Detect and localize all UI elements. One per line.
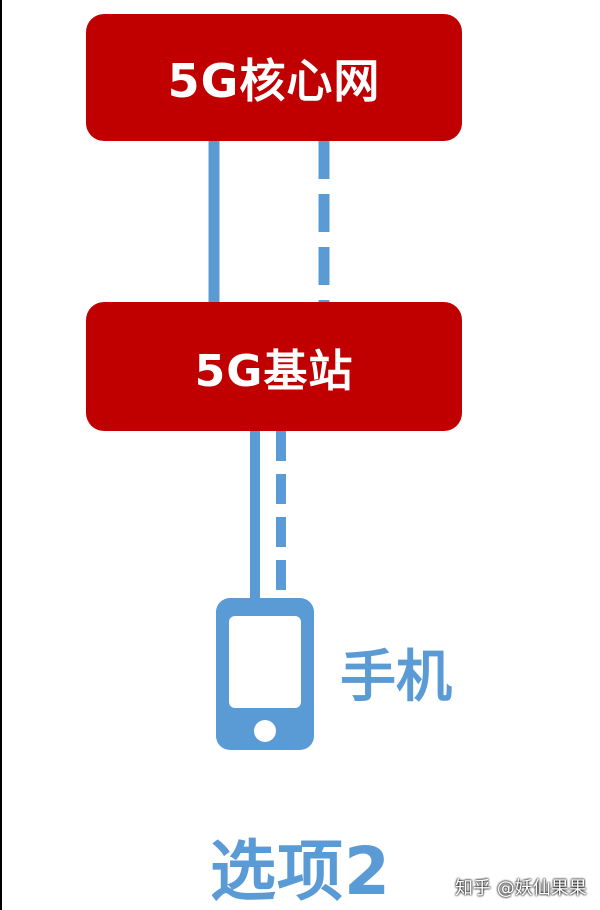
base-station-node: 5G基站 (86, 302, 462, 431)
base-station-label: 5G基站 (194, 345, 354, 397)
option-label: 选项2 (210, 833, 391, 910)
watermark-text: 知乎 @妖仙果果 (455, 878, 587, 899)
mobile-phone-icon (216, 598, 314, 750)
core-network-node: 5G核心网 (86, 14, 462, 141)
phone-label: 手机 (340, 645, 452, 710)
left-border-line (0, 0, 2, 910)
core-network-label: 5G核心网 (167, 53, 381, 108)
